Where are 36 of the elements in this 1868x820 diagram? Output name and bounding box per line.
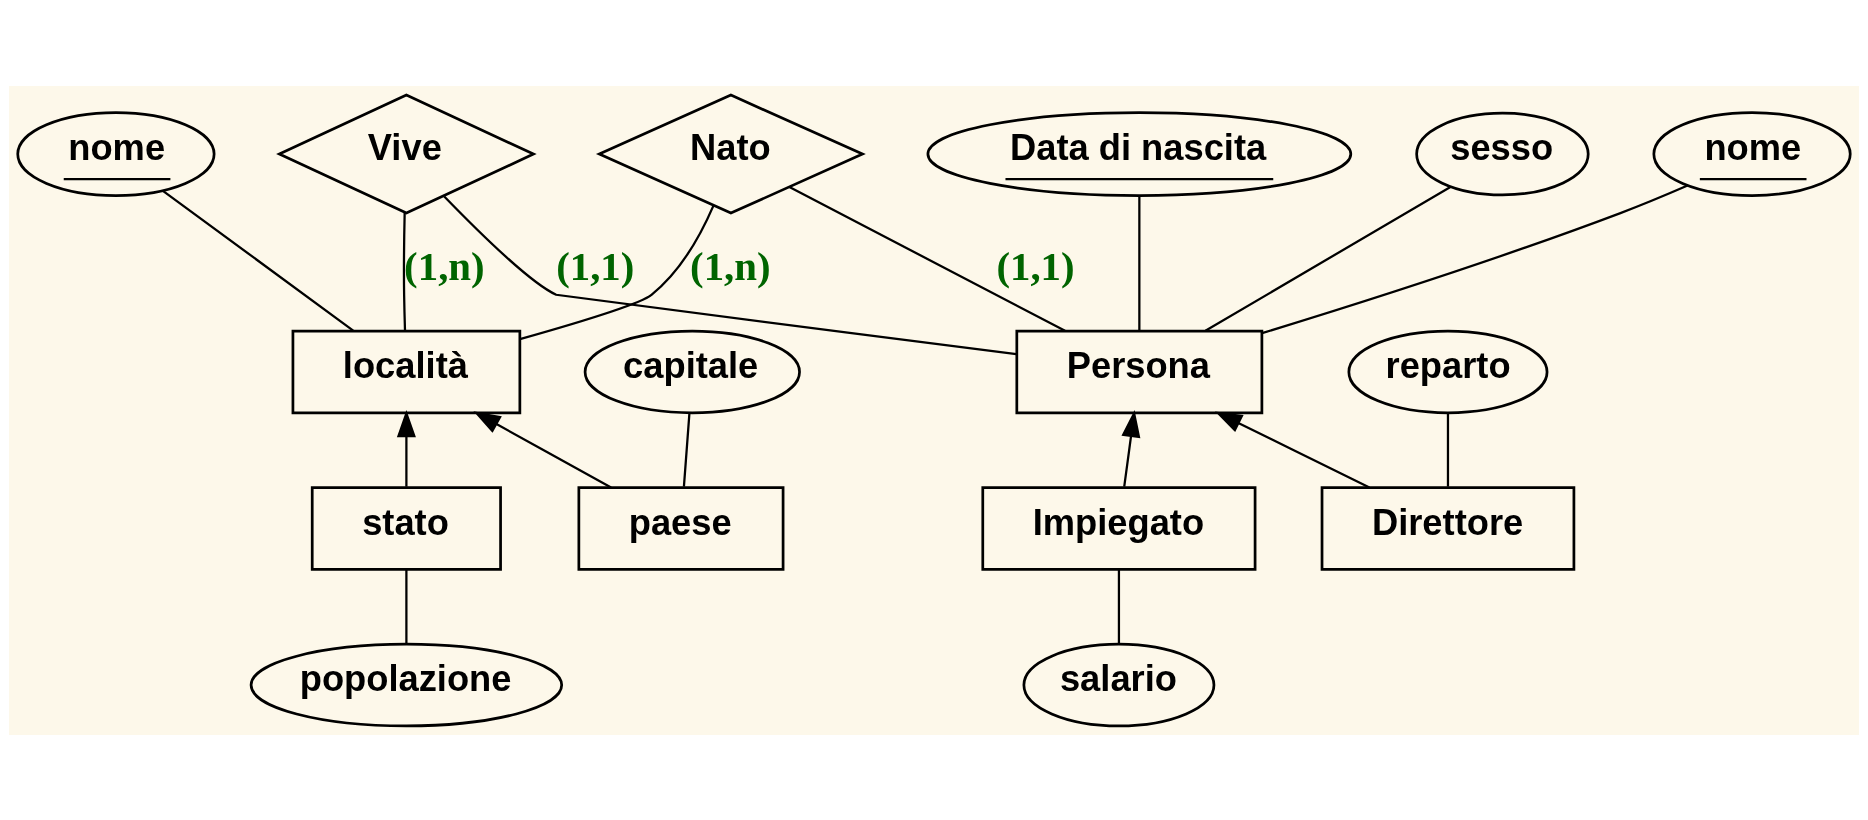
arrow [1121,409,1141,487]
connector [1446,412,1450,487]
node-ellipse: nome [16,110,216,197]
node-ellipse: capitale [583,329,801,414]
node-ellipse: sesso [1415,111,1590,196]
connector [1117,569,1121,643]
node-diamond: Nato [595,93,866,215]
node-ellipse: salario [1022,642,1216,727]
arrow [1214,410,1370,489]
node-box: Direttore [1320,485,1576,571]
arrow [473,410,612,489]
node-box: stato [310,485,502,571]
connector [402,212,407,331]
node-box: paese [577,485,785,571]
connector [1261,184,1689,334]
connector [682,412,691,487]
connector [1138,195,1141,330]
node-box: Persona [1015,329,1264,414]
connector [405,569,408,643]
arrow [396,409,416,487]
node-ellipse: nome [1652,110,1852,197]
connector [1204,185,1451,332]
connector [788,185,1066,332]
node-box: località [291,329,522,414]
connector [162,189,354,331]
node-diamond: Vive [276,93,537,215]
edge-label: (1,1) [556,243,635,289]
node-ellipse: Data di nascita [926,110,1353,197]
edge-label: (1,n) [404,243,485,289]
connector [519,204,715,340]
connector [443,195,1017,355]
node-box: Impiegato [981,485,1257,571]
edge-label: (1,1) [996,243,1075,289]
edge-label: (1,n) [690,243,771,289]
node-ellipse: popolazione [249,642,564,727]
node-ellipse: reparto [1347,329,1549,414]
